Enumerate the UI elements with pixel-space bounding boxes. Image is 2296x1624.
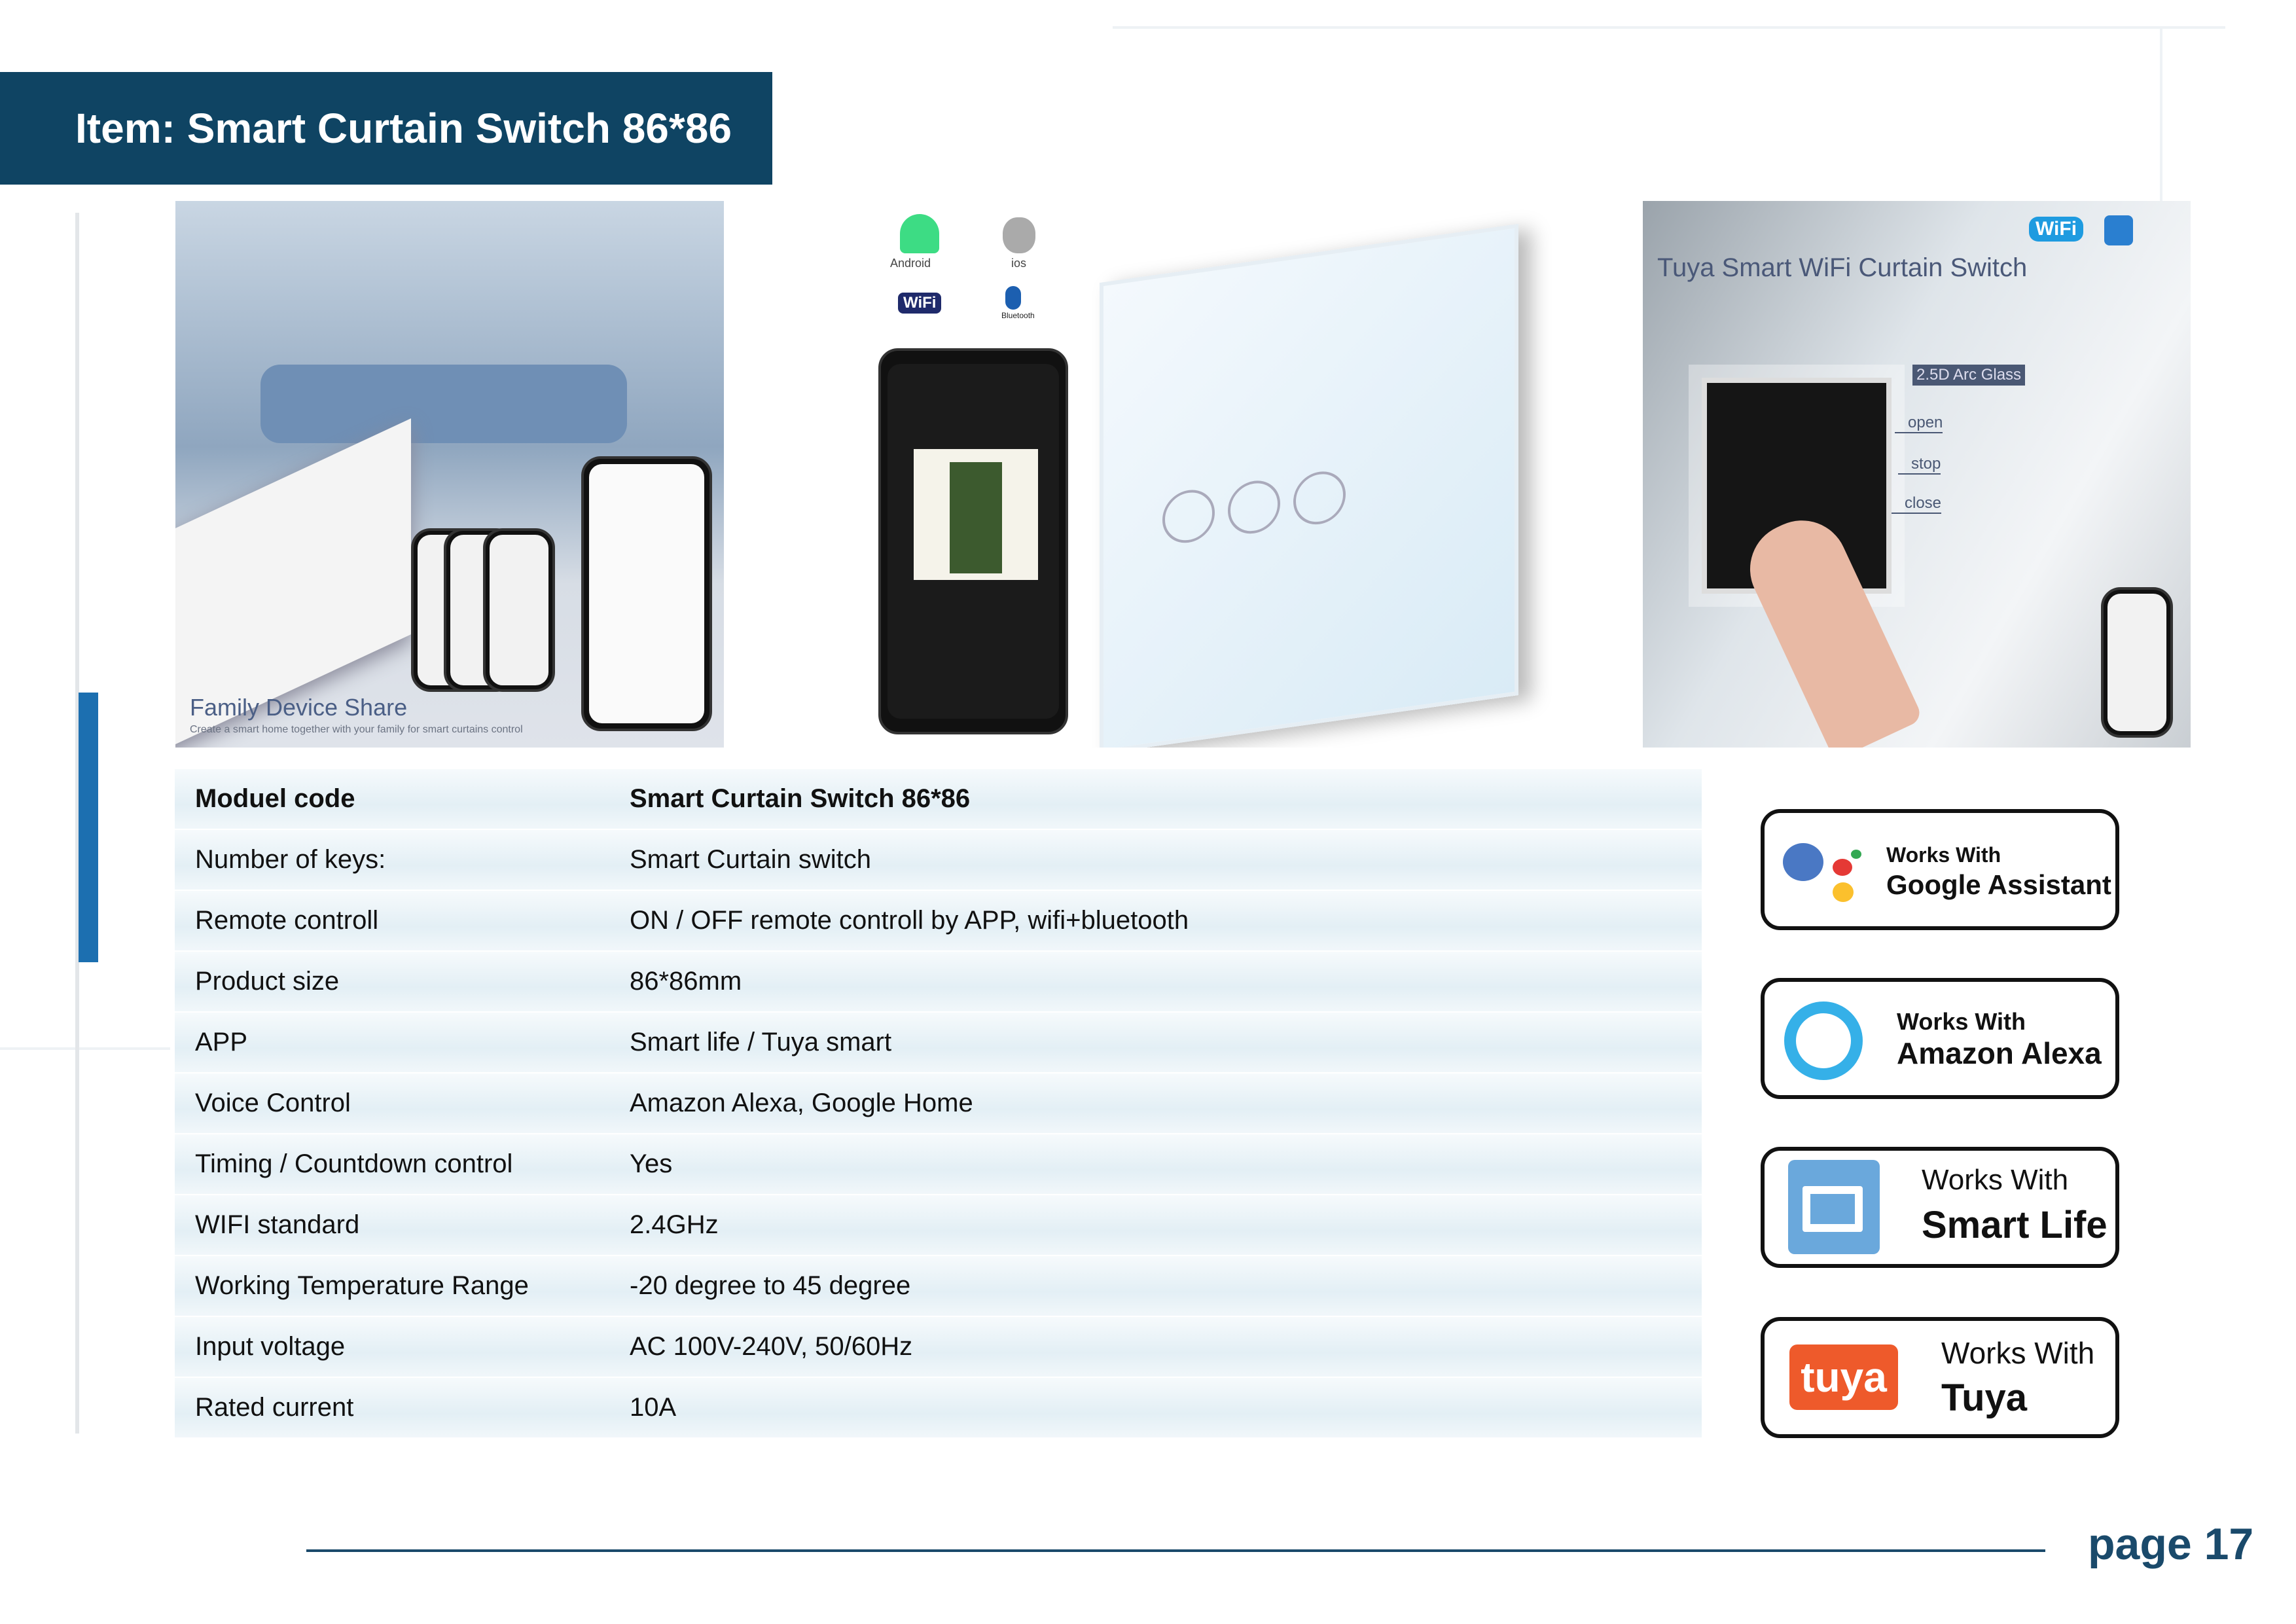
product-photo: Android ios WiFi Bluetooth — [851, 201, 1564, 748]
smart-life-icon — [1788, 1160, 1880, 1254]
family-share-photo: Family Device Share Create a smart home … — [175, 201, 724, 748]
amazon-alexa-badge: Works With Amazon Alexa — [1761, 978, 2119, 1099]
phone-mockup — [2101, 587, 2173, 738]
open-label: open — [1895, 414, 1943, 433]
tuya-switch-photo: WiFi Tuya Smart WiFi Curtain Switch 2.5D… — [1643, 201, 2191, 748]
pause-key-icon — [1228, 477, 1280, 537]
wifi-badge: WiFi — [2029, 217, 2084, 242]
close-key-icon — [1293, 468, 1346, 528]
tuya-badge: tuya Works With Tuya — [1761, 1317, 2119, 1438]
android-icon — [900, 214, 939, 253]
side-divider — [75, 213, 79, 1434]
ios-label: ios — [1011, 257, 1027, 270]
page-number: page 17 — [2088, 1519, 2254, 1569]
photo-caption: Family Device Share — [190, 694, 408, 721]
android-label: Android — [890, 257, 931, 270]
apple-icon — [1003, 217, 1035, 253]
smart-life-badge: Works With Smart Life — [1761, 1147, 2119, 1268]
photo-subcaption: Create a smart home together with your f… — [190, 724, 523, 735]
alexa-icon — [1784, 1001, 1863, 1080]
glass-label: 2.5D Arc Glass — [1912, 365, 2026, 386]
open-key-icon — [1162, 486, 1215, 547]
phone-mockup — [581, 456, 712, 731]
page-title: Item: Smart Curtain Switch 86*86 — [75, 105, 732, 152]
phone-mockup — [878, 348, 1068, 734]
bluetooth-icon — [1005, 286, 1021, 310]
table-row: Working Temperature Range-20 degree to 4… — [175, 1256, 1702, 1317]
sofa — [260, 365, 627, 443]
bluetooth-label: Bluetooth — [1001, 311, 1035, 320]
page-title-bar: Item: Smart Curtain Switch 86*86 — [0, 72, 772, 185]
side-accent-bar — [79, 693, 98, 962]
footer-divider — [306, 1549, 2045, 1552]
photo-title: Tuya Smart WiFi Curtain Switch — [1657, 253, 2028, 282]
home-icon — [2104, 215, 2133, 245]
tuya-logo: tuya — [1789, 1344, 1898, 1410]
google-assistant-badge: Works With Google Assistant — [1761, 809, 2119, 930]
curtain-switch-panel — [1100, 224, 1518, 748]
google-assistant-icon — [1783, 843, 1823, 881]
close-label: close — [1892, 494, 1942, 514]
wifi-logo: WiFi — [898, 293, 942, 314]
hand — [1734, 505, 1924, 748]
stop-label: stop — [1898, 455, 1941, 475]
table-row: Number of keys:Smart Curtain switch — [175, 830, 1702, 891]
